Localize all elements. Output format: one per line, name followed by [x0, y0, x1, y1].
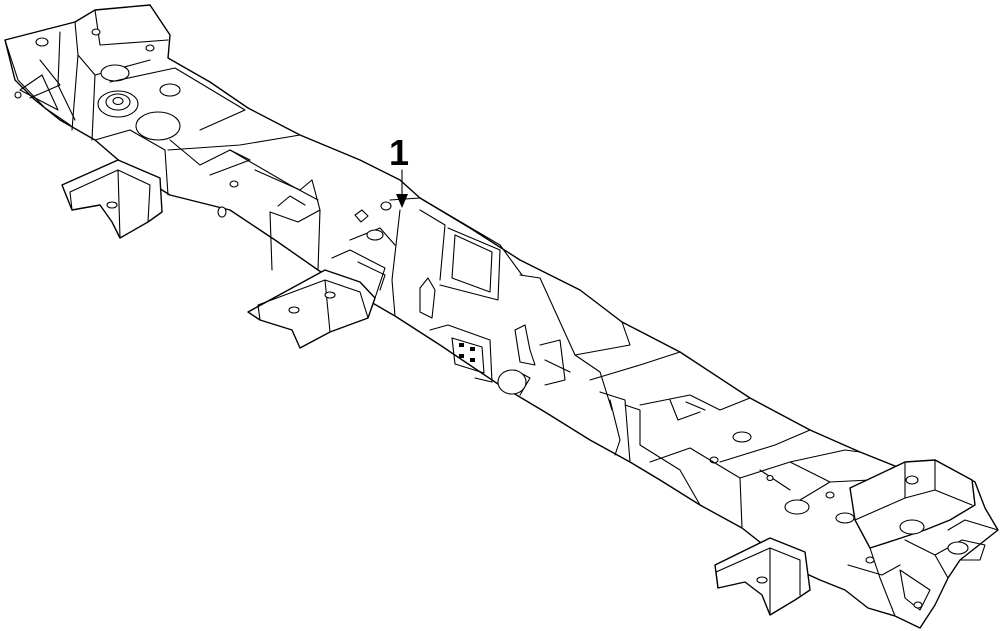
weld-nut: [470, 358, 475, 362]
weld-nut: [459, 343, 464, 347]
weld-nut: [459, 354, 464, 358]
center-mounting-bracket: [247, 249, 386, 349]
center-section: [349, 197, 681, 463]
access-hole: [784, 499, 810, 515]
bracket-hole: [106, 201, 118, 209]
bolt-hole: [905, 475, 919, 485]
bolt-hole: [145, 44, 155, 52]
left-mounting-bracket: [61, 159, 163, 239]
bolt-hole: [14, 91, 22, 99]
right-end-section: [639, 394, 999, 617]
right-mounting-bracket: [714, 537, 811, 616]
bolt-hole: [35, 37, 49, 47]
callout-label: 1: [389, 132, 409, 173]
callout-1: 1: [389, 132, 409, 208]
crossmember-beam: [4, 4, 999, 629]
weld-nut: [470, 347, 475, 351]
arrowhead: [396, 194, 408, 208]
left-end-section: [4, 9, 321, 271]
bracket-hole: [288, 306, 300, 314]
bolt-hole: [91, 28, 101, 36]
bracket-hole: [756, 576, 768, 584]
access-hole: [135, 111, 181, 141]
access-hole: [899, 519, 925, 535]
